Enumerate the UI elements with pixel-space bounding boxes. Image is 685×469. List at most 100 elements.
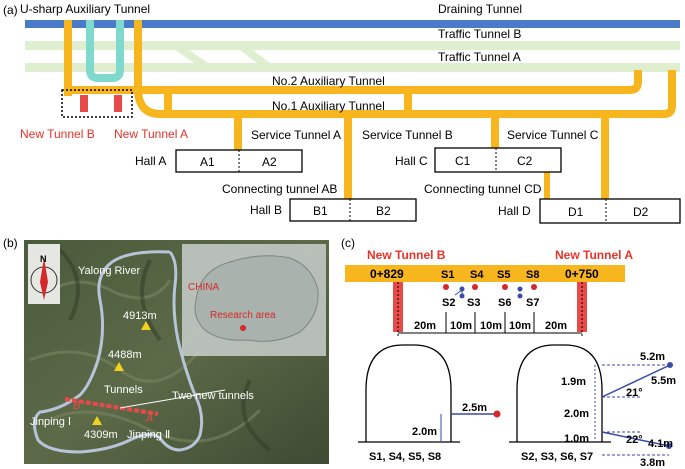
aux1-label: No.1 Auxiliary Tunnel [272, 99, 385, 113]
hall-b-label: Hall B [250, 203, 282, 217]
spacing-2: 10m [450, 320, 472, 332]
left-sensor-dot [493, 410, 501, 418]
hall-a-box [175, 149, 303, 173]
peak-4309-icon [92, 416, 102, 425]
research-area-dot [240, 325, 246, 331]
a1-label: A1 [200, 155, 215, 169]
s2-label: S2 [442, 297, 455, 309]
spacing-ticks [445, 312, 535, 333]
no2-aux-tunnel [68, 70, 642, 94]
conn-ab-label: Connecting tunnel AB [222, 182, 337, 196]
sensor-s7 [517, 293, 523, 299]
service-b-label: Service Tunnel B [362, 128, 453, 142]
aux2-label: No.2 Auxiliary Tunnel [272, 74, 385, 88]
traffic-crosscut-1 [172, 41, 211, 72]
two-new-tunnels-label: Two new tunnels [172, 390, 254, 402]
right-lower-len-label: 4.1m [648, 438, 673, 450]
conn-cd-label: Connecting tunnel CD [424, 182, 542, 196]
s7-label: S7 [526, 297, 539, 309]
c1-label: C1 [455, 154, 471, 168]
u-sharp-tunnel [86, 20, 124, 82]
new-tunnel-b-marker [80, 95, 88, 112]
spacing-3: 10m [480, 320, 502, 332]
left-height-label: 2.0m [412, 426, 437, 438]
peak-4913-icon [141, 321, 151, 330]
terrain-valleys [58, 248, 272, 452]
sensor-s2 [459, 286, 465, 292]
s3-label: S3 [467, 297, 480, 309]
panel-a-label: (a) [3, 3, 18, 17]
right-lower-angle-label: 22° [626, 434, 643, 446]
s1-label: S1 [441, 269, 454, 281]
d2-label: D2 [633, 205, 649, 219]
panel-b: (b) N CHINA Research area Yalong River 4… [3, 236, 329, 464]
traffic-tunnel-a [25, 63, 680, 72]
right-h1-label: 1.9m [561, 376, 586, 388]
chainage-right: 0+750 [565, 267, 599, 281]
draining-label: Draining Tunnel [438, 2, 522, 16]
d1-label: D1 [568, 205, 584, 219]
sensor-s3 [459, 293, 465, 299]
no1-aux-tunnel [134, 70, 676, 118]
peak3-label: 4309m [84, 429, 118, 441]
hall-a-label: Hall A [135, 154, 166, 168]
sensor-s1 [443, 284, 449, 290]
new-tunnel-b-label: New Tunnel B [20, 127, 95, 141]
mark-b-label: B [73, 400, 80, 412]
china-outline [194, 255, 319, 342]
new-tunnels-box [61, 89, 133, 118]
b1-label: B1 [313, 204, 328, 218]
right-h2-label: 2.0m [564, 408, 589, 420]
yalong-river [33, 250, 204, 454]
new-tunnels-line [64, 397, 159, 416]
u-sharp-label: U-sharp Auxiliary Tunnel [20, 2, 150, 16]
compass-needle [40, 258, 48, 300]
right-lower-sensor [666, 443, 672, 449]
mark-a-label: A [145, 413, 153, 425]
right-upper-angle-label: 21° [626, 387, 643, 399]
c2-label: C2 [517, 154, 533, 168]
new-tunnel-a-c-label: New Tunnel A [555, 248, 633, 262]
hall-c-box [434, 147, 562, 173]
research-area-label: Research area [210, 310, 276, 321]
spacing-5: 20m [545, 320, 567, 332]
hall-b-box [289, 198, 417, 222]
service-c-label: Service Tunnel C [507, 128, 599, 142]
sensor-s5 [502, 284, 508, 290]
draining-tunnel [25, 20, 680, 28]
chainage-left: 0+829 [370, 267, 404, 281]
s4-label: S4 [470, 269, 484, 281]
hall-d-box [539, 198, 681, 224]
panel-b-label: (b) [3, 236, 18, 250]
b2-label: B2 [376, 204, 391, 218]
right-lower-borehole [601, 431, 670, 447]
jinping2-label: Jinping Ⅱ [127, 429, 170, 441]
peak-4488-icon [114, 362, 124, 371]
cross-section-right [516, 344, 603, 442]
traffic-b-label: Traffic Tunnel B [438, 27, 521, 41]
panel-c: (c) New Tunnel B New Tunnel A 0+829 0+75… [341, 236, 676, 469]
s5-label: S5 [497, 269, 510, 281]
aux-tunnel-band [345, 265, 625, 282]
traffic-a-label: Traffic Tunnel A [438, 50, 521, 64]
right-top-label: 5.2m [640, 351, 665, 363]
peak2-label: 4488m [108, 349, 142, 361]
spacing-1: 20m [414, 320, 436, 332]
left-dist-label: 2.5m [462, 402, 487, 414]
right-h3-label: 1.0m [564, 433, 589, 445]
right-bottom-label: 3.8m [640, 457, 665, 469]
new-tunnel-b-c-label: New Tunnel B [367, 248, 446, 262]
sensor-s4 [472, 284, 478, 290]
left-caption: S1, S4, S5, S8 [369, 451, 441, 463]
new-tunnel-a-marker [114, 95, 122, 112]
sensor-s8 [531, 284, 537, 290]
jinping1-label: Jinping Ⅰ [30, 416, 71, 428]
panel-a: (a) [3, 2, 681, 224]
tunnels-label: Tunnels [104, 384, 143, 396]
panel-c-label: (c) [341, 236, 355, 250]
cross-section-left [365, 344, 452, 442]
north-label: N [40, 254, 47, 264]
right-caption: S2, S3, S6, S7 [521, 451, 593, 463]
traffic-crosscut-2 [237, 41, 273, 72]
